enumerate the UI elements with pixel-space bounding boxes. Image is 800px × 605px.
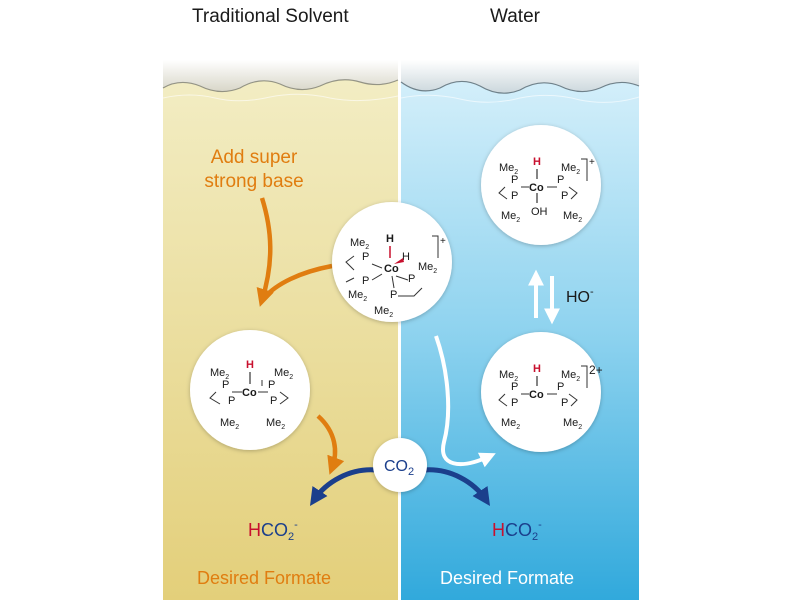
- left-me1: Me2: [210, 367, 229, 381]
- orange-merge-arrow: [262, 263, 333, 300]
- right-top-p2: P: [511, 190, 518, 202]
- center-me1: Me2: [350, 237, 369, 251]
- left-me3: Me2: [220, 417, 239, 431]
- left-cobalt: Co: [242, 387, 257, 399]
- right-top-me2: Me2: [561, 162, 580, 176]
- hydroxide-label: HO-: [566, 286, 594, 306]
- right-top-p1: P: [511, 174, 518, 186]
- left-complex: H Co P P P P Me2 Me2 Me2 Me2: [190, 330, 310, 450]
- center-charge: +: [440, 236, 446, 247]
- center-complex: H H Co P P P P Me2 Me2 Me2 Me2: [332, 202, 452, 322]
- left-water-surface: [162, 60, 399, 102]
- right-top-charge: +: [589, 157, 595, 168]
- orange-co2-arrow: [316, 414, 345, 475]
- right-top-hydroxide: OH: [531, 206, 548, 218]
- right-bottom-me2: Me2: [561, 369, 580, 383]
- right-top-cobalt: Co: [529, 182, 544, 194]
- navy-left-arrow: [310, 467, 377, 506]
- left-formate: HCO2-: [248, 519, 298, 543]
- right-formate: HCO2-: [492, 519, 542, 543]
- left-me2: Me2: [274, 367, 293, 381]
- right-bottom-me1: Me2: [499, 369, 518, 383]
- center-me3: Me2: [348, 289, 367, 303]
- co2-bubble: CO2: [373, 438, 427, 492]
- left-p4: P: [270, 395, 277, 407]
- left-panel-background: [163, 60, 398, 600]
- left-me4: Me2: [266, 417, 285, 431]
- co2-label: CO2: [384, 458, 414, 478]
- right-top-p3: P: [557, 174, 564, 186]
- right-bottom-cobalt: Co: [529, 389, 544, 401]
- right-top-me1: Me2: [499, 162, 518, 176]
- center-p2: P: [362, 275, 369, 287]
- center-hydride-1: H: [386, 233, 394, 245]
- center-hydride-2: H: [402, 251, 410, 263]
- right-bottom-p3: P: [557, 381, 564, 393]
- center-p3: P: [408, 273, 415, 285]
- right-bottom-me3: Me2: [501, 417, 520, 431]
- left-hydride: H: [246, 359, 254, 371]
- center-me4: Me2: [374, 305, 393, 319]
- right-top-p4: P: [561, 190, 568, 202]
- right-top-hydride: H: [533, 156, 541, 168]
- right-water-surface: [400, 60, 640, 103]
- right-bottom-p2: P: [511, 397, 518, 409]
- left-p2: P: [228, 395, 235, 407]
- right-bottom-complex: H Co P P P P Me2 Me2 Me2 Me2 2+: [481, 332, 603, 452]
- panel-divider: [398, 60, 401, 600]
- left-panel-footer: Desired Formate: [197, 568, 332, 588]
- center-p1: P: [362, 251, 369, 263]
- right-bottom-hydride: H: [533, 363, 541, 375]
- left-p1: P: [222, 379, 229, 391]
- right-panel-title: Water: [490, 6, 540, 27]
- navy-right-arrow: [423, 467, 490, 506]
- right-bottom-p4: P: [561, 397, 568, 409]
- right-panel-footer: Desired Formate: [440, 568, 575, 588]
- right-bottom-p1: P: [511, 381, 518, 393]
- center-cobalt: Co: [384, 263, 399, 275]
- add-base-line-1: Add super: [211, 147, 298, 168]
- right-bottom-me4: Me2: [563, 417, 582, 431]
- center-me2: Me2: [418, 261, 437, 275]
- right-top-complex: H Co OH P P P P Me2 Me2 Me2 Me2 +: [481, 125, 601, 245]
- orange-base-arrow: [256, 197, 274, 307]
- add-base-line-2: strong base: [204, 171, 303, 192]
- right-top-me3: Me2: [501, 210, 520, 224]
- right-top-me4: Me2: [563, 210, 582, 224]
- right-bottom-charge: 2+: [589, 363, 603, 377]
- left-panel-title: Traditional Solvent: [192, 6, 349, 27]
- left-p3: P: [268, 379, 275, 391]
- center-p4: P: [390, 289, 397, 301]
- white-path-arrow: [434, 335, 496, 468]
